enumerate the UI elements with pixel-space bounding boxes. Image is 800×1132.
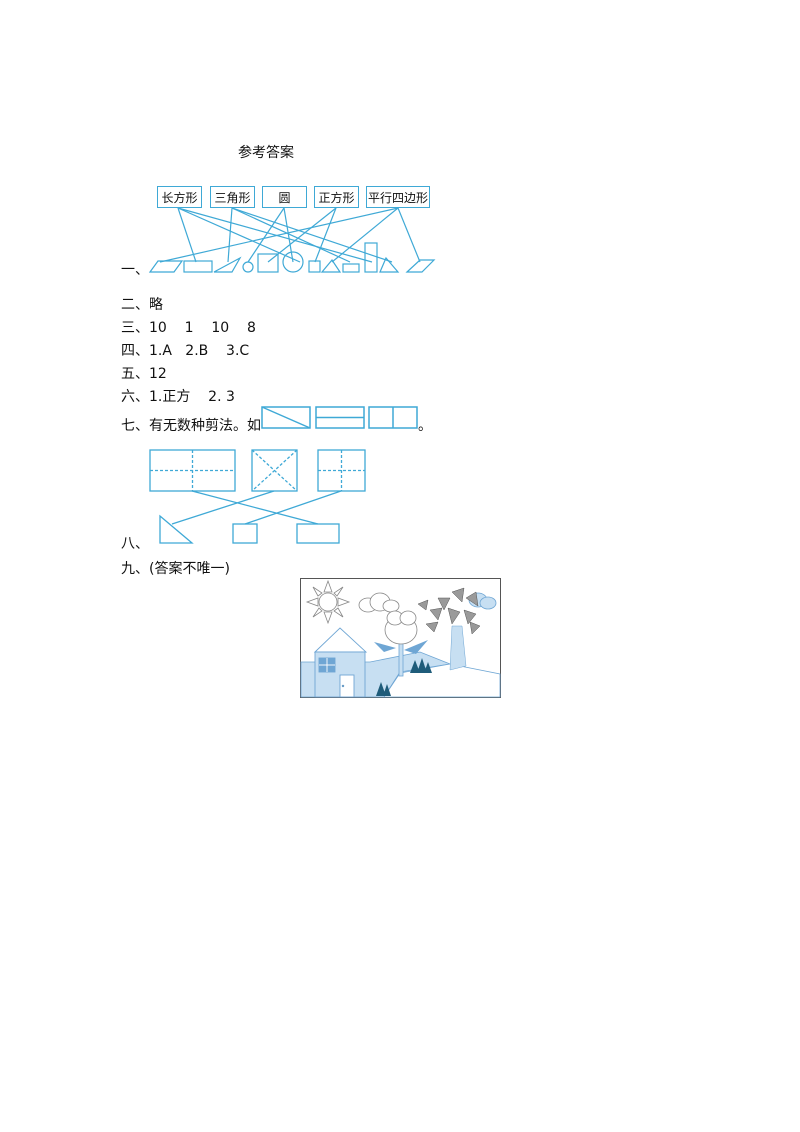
- triangle-shape: [213, 256, 242, 273]
- rectangle-shape: [364, 242, 378, 273]
- answer-4: 四、1.A 2.B 3.C: [121, 343, 250, 359]
- tree-icon: [384, 610, 418, 677]
- tangram-tree-icon: [417, 587, 481, 671]
- answer-6: 六、1.正方 2. 3: [121, 389, 235, 405]
- triangle-shape: [379, 256, 400, 273]
- rectangle-shape: [342, 263, 360, 273]
- match-line: [177, 207, 197, 263]
- match-line: [314, 207, 337, 263]
- match-line: [247, 207, 285, 263]
- match-line: [231, 207, 351, 263]
- answer-5: 五、12: [121, 366, 167, 382]
- answer-7-text: 七、有无数种剪法。如: [121, 418, 261, 434]
- q1-prefix: 一、: [121, 262, 149, 278]
- match-line: [283, 207, 294, 263]
- square-shape: [308, 260, 321, 273]
- label-box-parallelogram: 平行四边形: [366, 186, 430, 208]
- house-icon: [313, 627, 368, 698]
- triangle-shape: [320, 258, 342, 273]
- cloud-icon: [358, 592, 400, 613]
- circle-shape: [282, 251, 304, 273]
- bird-icon: [374, 642, 396, 652]
- label-box-circle: 圆: [262, 186, 307, 208]
- match-line: [397, 207, 421, 263]
- q1-matching-diagram: [148, 207, 436, 273]
- q8-prefix: 八、: [121, 536, 149, 552]
- q8-matching-diagram: [149, 449, 366, 544]
- rectangle-shape: [183, 260, 213, 273]
- match-line: [331, 207, 399, 263]
- q9-picture-scene: [300, 578, 501, 698]
- match-line: [227, 207, 233, 263]
- circle-shape: [242, 261, 254, 273]
- q7-cutting-examples: [261, 406, 418, 429]
- square-shape: [257, 253, 279, 273]
- match-line: [159, 207, 399, 263]
- label-box-triangle: 三角形: [210, 186, 255, 208]
- label-box-rectangle: 长方形: [157, 186, 202, 208]
- answer-2: 二、略: [121, 297, 163, 313]
- answer-9: 九、(答案不唯一): [121, 561, 230, 577]
- match-line: [267, 207, 337, 263]
- pine-icon: [376, 658, 432, 696]
- bird-icon: [404, 640, 428, 654]
- answer-3: 三、10 1 10 8: [121, 320, 256, 336]
- match-line: [177, 207, 373, 263]
- answer-7-end: 。: [418, 418, 432, 434]
- parallelogram-shape: [148, 260, 184, 273]
- sun-icon: [305, 579, 351, 625]
- label-box-square: 正方形: [314, 186, 359, 208]
- page-title: 参考答案: [238, 145, 294, 161]
- parallelogram-shape: [405, 259, 436, 273]
